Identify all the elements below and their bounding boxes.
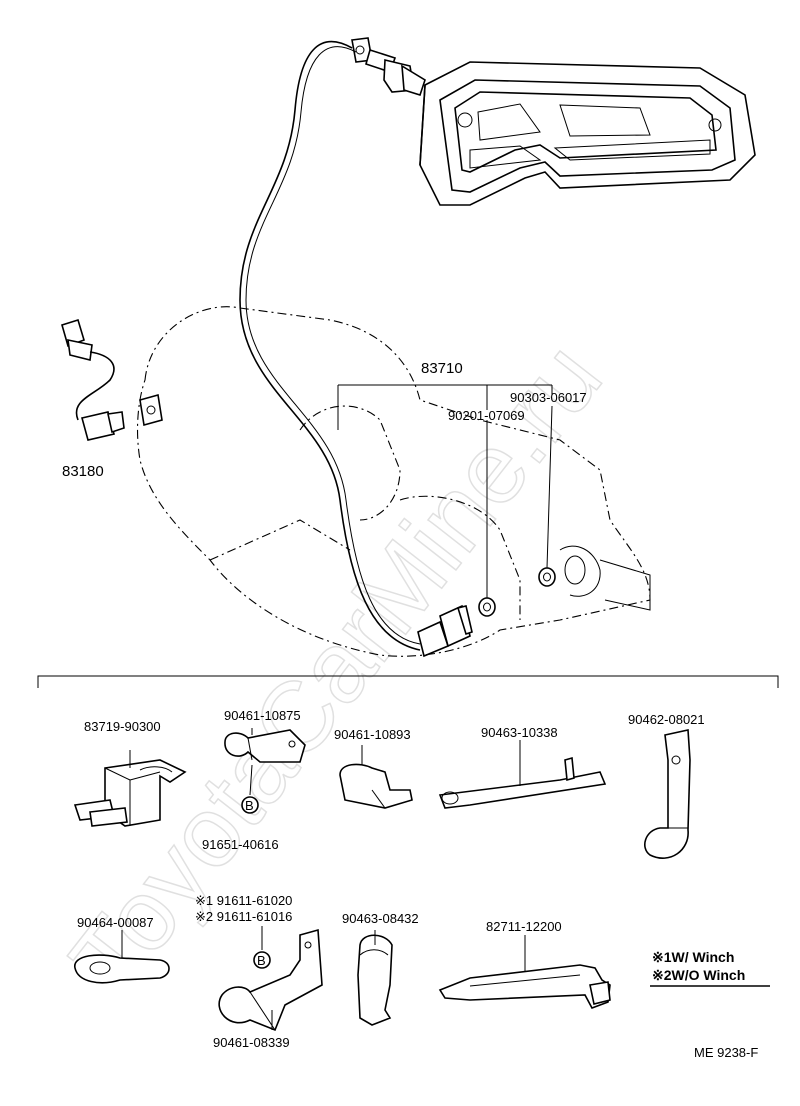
cable-lower-fitting xyxy=(417,604,473,658)
label-90463-08432: 90463-08432 xyxy=(342,911,419,926)
washer-90303 xyxy=(538,567,556,587)
part-90464-00087 xyxy=(74,930,170,984)
label-90201-07069: 90201-07069 xyxy=(448,408,525,423)
transmission xyxy=(137,306,651,657)
label-91611-61020: ※1 91611-61020 xyxy=(195,893,292,908)
legend-without-winch: ※2W/O Winch xyxy=(652,967,745,983)
label-91611-61016: ※2 91611-61016 xyxy=(195,909,292,924)
label-83710: 83710 xyxy=(421,360,463,377)
section-divider xyxy=(37,675,779,688)
part-90462-08021 xyxy=(644,729,691,859)
label-90303-06017: 90303-06017 xyxy=(510,390,587,405)
legend-with-winch: ※1W/ Winch xyxy=(652,949,734,965)
bolt-marker-1 xyxy=(241,796,259,814)
part-90461-10893 xyxy=(339,745,413,809)
label-90461-10875: 90461-10875 xyxy=(224,708,301,723)
washer-90201 xyxy=(478,597,496,617)
leader-83710 xyxy=(337,384,553,598)
bolt-mark-2: B xyxy=(257,953,266,968)
label-91651-40616: 91651-40616 xyxy=(202,837,279,852)
part-90461-10875 xyxy=(224,728,306,763)
label-82711-12200: 82711-12200 xyxy=(486,919,562,934)
part-83719-90300 xyxy=(73,750,187,827)
part-82711-12200 xyxy=(438,935,611,1009)
footer-code: ME 9238-F xyxy=(694,1045,758,1060)
bolt-mark-1: B xyxy=(245,798,254,813)
meter-housing xyxy=(419,61,756,206)
label-83180: 83180 xyxy=(62,463,104,480)
label-90461-10893: 90461-10893 xyxy=(334,727,411,742)
label-90464-00087: 90464-00087 xyxy=(77,915,154,930)
label-90461-08339: 90461-08339 xyxy=(213,1035,290,1050)
cable-upper-connector xyxy=(351,37,426,96)
part-90463-08432 xyxy=(357,930,393,1026)
speedometer-cable xyxy=(239,40,421,651)
part-90463-10338 xyxy=(438,740,607,809)
label-90462-08021: 90462-08021 xyxy=(628,712,705,727)
watermark: ToyotaCarMine.ru xyxy=(49,323,623,1014)
leader-91651 xyxy=(249,764,253,796)
bolt-marker-2 xyxy=(253,951,271,969)
label-90463-10338: 90463-10338 xyxy=(481,725,558,740)
part-90461-08339 xyxy=(218,928,323,1032)
label-83719-90300: 83719-90300 xyxy=(84,719,161,734)
sensor-83180 xyxy=(61,318,125,441)
